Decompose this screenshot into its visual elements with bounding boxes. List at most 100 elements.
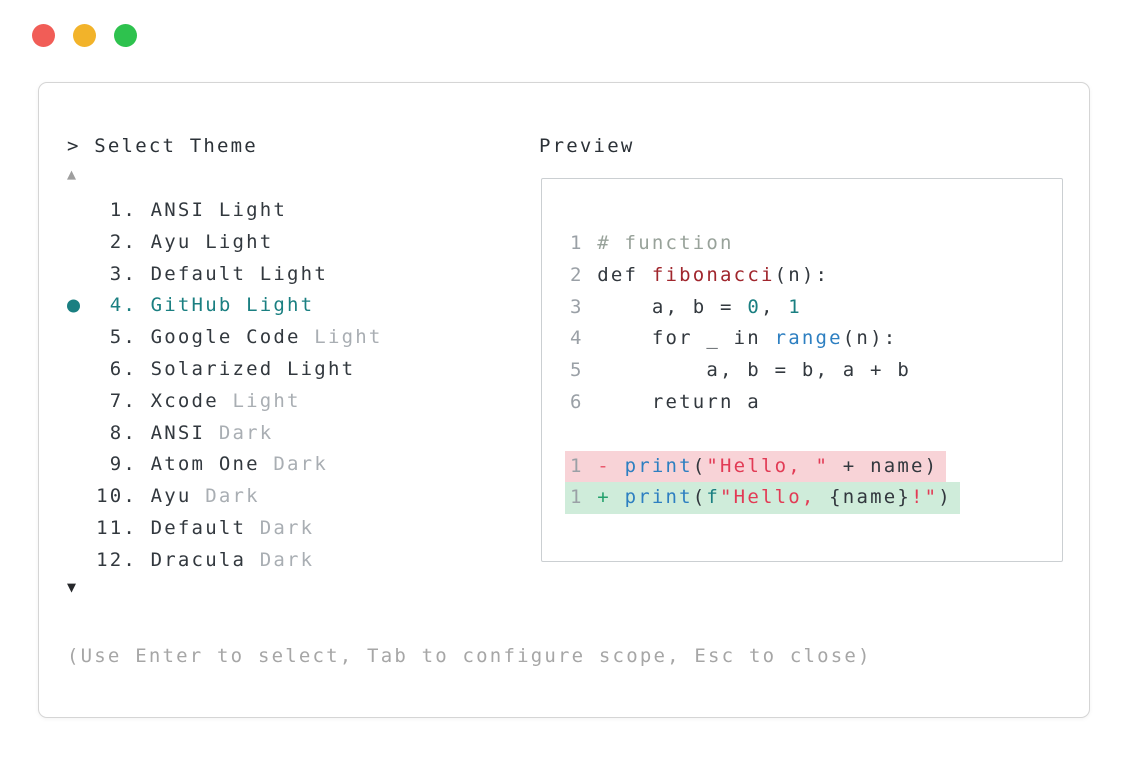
theme-item-number: 2. — [109, 230, 137, 253]
theme-list-item[interactable]: 1. ANSI Light — [67, 195, 383, 227]
code-token-plain: ) — [938, 486, 952, 509]
theme-item-name: Google Code — [137, 326, 301, 349]
theme-item-number: 5. — [109, 326, 137, 349]
line-number: 2 — [570, 263, 584, 286]
theme-item-number: 11. — [96, 516, 137, 539]
code-token-plain: a, b = b, a + b — [583, 359, 911, 382]
code-blank-line — [570, 419, 960, 451]
code-token-plain: for _ in — [583, 327, 775, 350]
theme-item-name: Solarized — [137, 357, 274, 380]
line-number: 5 — [570, 359, 584, 382]
theme-list-item[interactable]: 4. GitHub Light — [67, 290, 383, 322]
theme-list-item[interactable]: 2. Ayu Light — [67, 227, 383, 259]
theme-item-name: Default — [137, 516, 247, 539]
theme-item-variant: Light — [300, 326, 383, 349]
code-token-funcname: fibonacci — [651, 263, 775, 286]
code-token-diffplus: + — [583, 486, 625, 509]
window-controls — [32, 24, 137, 47]
help-text: (Use Enter to select, Tab to configure s… — [67, 645, 872, 667]
theme-item-number: 12. — [96, 548, 137, 571]
code-token-call: print — [624, 454, 693, 477]
theme-item-name: ANSI — [137, 199, 206, 221]
theme-item-number: 6. — [109, 357, 137, 380]
theme-list-item[interactable]: 12. Dracula Dark — [67, 545, 383, 577]
theme-item-name: Atom One — [137, 453, 260, 476]
code-token-plain: def — [583, 263, 652, 286]
theme-item-variant: Light — [205, 199, 288, 221]
theme-item-name: ANSI — [137, 421, 206, 444]
line-number: 1 — [570, 454, 584, 477]
theme-item-number: 10. — [96, 485, 137, 508]
theme-list-item[interactable]: 11. Default Dark — [67, 513, 383, 545]
theme-item-number: 7. — [109, 389, 137, 412]
traffic-light-minimize-icon[interactable] — [73, 24, 96, 47]
theme-item-name: Default — [137, 262, 247, 285]
theme-list-item[interactable]: 9. Atom One Dark — [67, 449, 383, 481]
code-token-number: 0 — [747, 295, 761, 318]
theme-list-item[interactable]: 6. Solarized Light — [67, 354, 383, 386]
theme-item-variant: Dark — [205, 421, 274, 444]
line-number: 1 — [570, 232, 584, 254]
line-number: 1 — [570, 486, 584, 509]
theme-item-name: Ayu — [137, 230, 192, 253]
diff-line-removed: 1 - print("Hello, " + name) — [565, 450, 960, 483]
theme-list-item[interactable]: 3. Default Light — [67, 259, 383, 291]
theme-item-number: 3. — [109, 262, 137, 285]
code-token-number: 1 — [788, 295, 802, 318]
scroll-down-icon[interactable]: ▼ — [67, 578, 79, 596]
code-token-plain: + name) — [829, 454, 939, 477]
theme-item-name: Xcode — [137, 389, 219, 412]
diff-highlight: 1 + print(f"Hello, {name}!") — [565, 482, 960, 515]
theme-item-name: GitHub — [137, 294, 233, 317]
diff-line-added: 1 + print(f"Hello, {name}!") — [565, 482, 960, 515]
theme-list-item[interactable]: 7. Xcode Light — [67, 386, 383, 418]
theme-item-variant: Light — [273, 357, 356, 380]
theme-item-variant: Light — [232, 294, 315, 317]
theme-item-number: 8. — [109, 421, 137, 444]
theme-list-item[interactable]: 8. ANSI Dark — [67, 418, 383, 450]
theme-item-variant: Light — [191, 230, 274, 253]
code-line: 4 for _ in range(n): — [570, 323, 960, 355]
scroll-up-icon[interactable]: ▲ — [67, 165, 79, 183]
code-line: 6 return a — [570, 387, 960, 419]
code-token-plain: ( — [692, 486, 707, 509]
code-token-diffminus: - — [583, 454, 625, 477]
preview-label: Preview — [539, 135, 635, 157]
code-token-plain: (n): — [774, 263, 830, 286]
code-token-plain: return a — [583, 390, 761, 413]
code-line: 1 # function — [570, 228, 960, 260]
code-token-plain: , — [760, 295, 789, 318]
theme-item-variant: Light — [218, 389, 301, 412]
theme-list-item[interactable]: 5. Google Code Light — [67, 322, 383, 354]
diff-highlight: 1 - print("Hello, " + name) — [565, 450, 947, 483]
code-token-call: range — [774, 327, 843, 350]
code-line: 3 a, b = 0, 1 — [570, 292, 960, 324]
theme-item-variant: Dark — [259, 453, 328, 476]
code-token-plain: ( — [692, 454, 707, 477]
code-token-plain: (n): — [842, 327, 898, 350]
code-token-plain: a, b = — [583, 295, 748, 318]
code-token-comment: # function — [583, 232, 734, 254]
theme-item-number: 4. — [109, 294, 137, 317]
line-number: 6 — [570, 390, 584, 413]
theme-list-item[interactable]: 10. Ayu Dark — [67, 481, 383, 513]
theme-item-number: 9. — [109, 453, 137, 476]
code-token-string: "Hello, " — [706, 454, 830, 477]
theme-item-number: 1. — [109, 199, 137, 221]
theme-item-variant: Dark — [246, 548, 315, 571]
theme-item-name: Ayu — [137, 485, 192, 508]
line-number: 3 — [570, 295, 584, 318]
traffic-light-close-icon[interactable] — [32, 24, 55, 47]
code-line: 2 def fibonacci(n): — [570, 260, 960, 292]
code-token-string: !" — [911, 486, 939, 509]
theme-item-variant: Dark — [246, 516, 315, 539]
theme-item-variant: Light — [246, 262, 328, 285]
code-token-plain: {name} — [829, 486, 912, 509]
code-token-string: "Hello, — [720, 486, 830, 509]
theme-item-name: Dracula — [137, 548, 247, 571]
traffic-light-zoom-icon[interactable] — [114, 24, 137, 47]
